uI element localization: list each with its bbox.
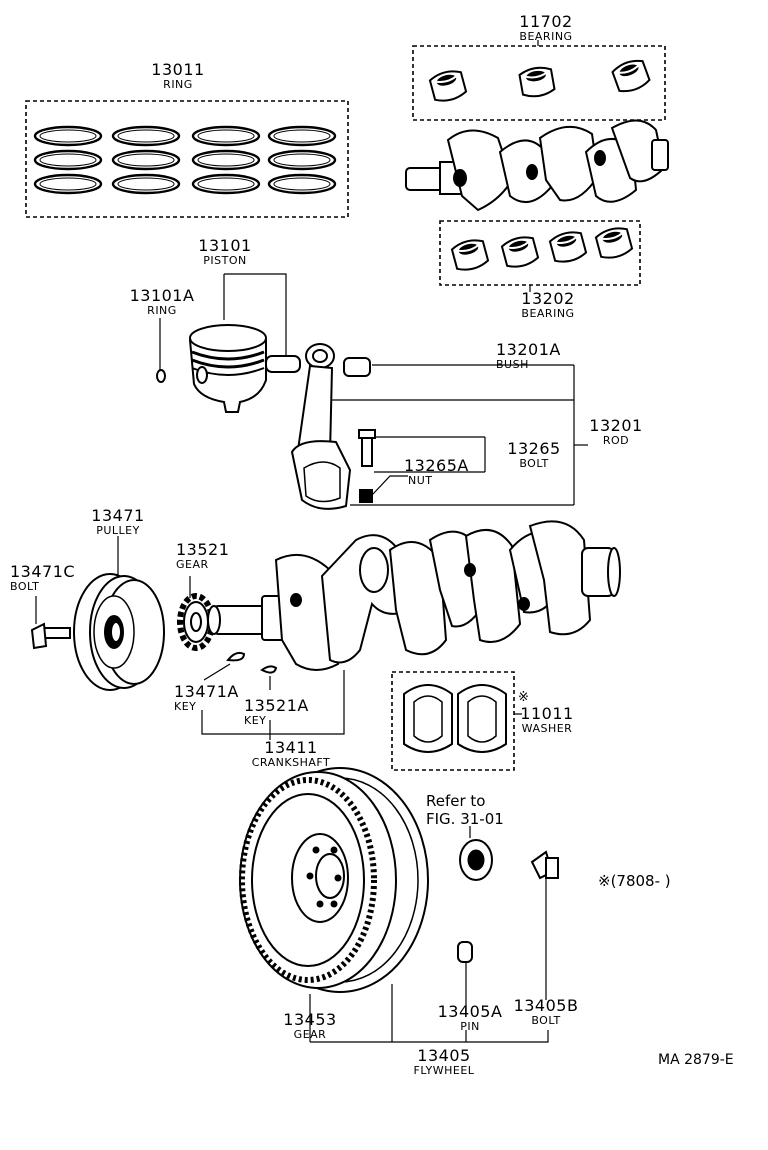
part-number-rod-bolt: 13265 [507, 439, 561, 458]
timing-gear-drawing [177, 593, 215, 651]
part-name-ring-gear: GEAR [293, 1028, 327, 1041]
upper-crankshaft-drawing [405, 119, 669, 212]
label-main-bearing: 11702 BEARING [508, 12, 584, 43]
keys-drawing [226, 651, 278, 674]
date-range-note: ※(7808- ) [598, 872, 671, 890]
washer-mark: ※ [518, 690, 529, 705]
label-flywheel-bolt: 13405B BOLT [510, 996, 582, 1027]
part-number-crankshaft: 13411 [264, 738, 318, 757]
label-pin: 13405A PIN [434, 1002, 506, 1033]
label-pulley: 13471 PULLEY [86, 506, 150, 537]
label-piston-ring: 13101A RING [128, 286, 196, 317]
label-bush: 13201A BUSH [496, 340, 568, 371]
connecting-rod-drawing [290, 343, 376, 510]
part-number-bush: 13201A [496, 340, 561, 359]
label-gear: 13521 GEAR [176, 540, 232, 571]
part-name-rod-nut: NUT [408, 474, 433, 487]
label-piston: 13101 PISTON [194, 236, 256, 267]
label-ring-set: 13011 RING [150, 60, 206, 91]
piston-leaders [159, 273, 287, 370]
refer-line-1: Refer to [426, 792, 486, 810]
crankshaft-drawing [207, 520, 621, 671]
label-rod-bolt: 13265 BOLT [504, 439, 564, 470]
label-rod-bearing: 13202 BEARING [510, 289, 586, 320]
label-gear-key: 13521A KEY [244, 696, 316, 727]
label-pulley-bolt: 13471C BOLT [10, 562, 78, 593]
piston-drawing [156, 324, 301, 413]
part-name-pulley-bolt: BOLT [10, 580, 40, 593]
label-crankshaft: 13411 CRANKSHAFT [236, 738, 346, 769]
label-rod: 13201 ROD [586, 416, 646, 447]
part-name-washer: WASHER [521, 722, 573, 735]
figure-code: MA 2879-E [658, 1052, 734, 1068]
part-name-bush: BUSH [496, 358, 529, 371]
part-name-flywheel: FLYWHEEL [413, 1064, 475, 1077]
refer-line-2: FIG. 31-01 [426, 810, 504, 828]
part-name-ring-set: RING [163, 78, 193, 91]
part-name-rod-bearing: BEARING [521, 307, 575, 320]
flywheel-drawing [239, 767, 559, 993]
part-number-ring-set: 13011 [151, 60, 205, 79]
pulley-leaders [35, 536, 119, 624]
part-name-rod-bolt: BOLT [519, 457, 549, 470]
part-name-pulley: PULLEY [96, 524, 140, 537]
pulley-drawing [30, 573, 165, 691]
label-ring-gear: 13453 GEAR [278, 1010, 342, 1041]
part-number-pulley-key: 13471A [174, 682, 239, 701]
part-number-rod-bearing: 13202 [521, 289, 575, 308]
part-name-crankshaft: CRANKSHAFT [251, 756, 331, 769]
part-number-pulley-bolt: 13471C [10, 562, 76, 581]
part-number-flywheel-bolt: 13405B [513, 996, 579, 1015]
part-number-gear: 13521 [176, 540, 230, 559]
thrust-washer-drawing [391, 671, 522, 771]
part-number-gear-key: 13521A [244, 696, 309, 715]
part-name-flywheel-bolt: BOLT [531, 1014, 561, 1027]
main-bearing-drawing [412, 40, 666, 121]
part-number-flywheel: 13405 [417, 1046, 471, 1065]
ring-set-drawing [25, 100, 349, 218]
part-name-piston-ring: RING [147, 304, 177, 317]
rod-leaders [332, 364, 588, 506]
rod-bearing-drawing [439, 220, 641, 292]
label-flywheel: 13405 FLYWHEEL [400, 1046, 488, 1077]
part-number-washer: 11011 [520, 704, 574, 723]
part-number-main-bearing: 11702 [519, 12, 573, 31]
part-name-rod: ROD [602, 434, 630, 447]
part-name-pulley-key: KEY [174, 700, 197, 713]
part-number-rod: 13201 [589, 416, 643, 435]
part-number-piston-ring: 13101A [129, 286, 195, 305]
part-name-main-bearing: BEARING [519, 30, 573, 43]
part-name-gear: GEAR [176, 558, 209, 571]
part-name-piston: PISTON [203, 254, 247, 267]
part-number-ring-gear: 13453 [283, 1010, 337, 1029]
part-name-gear-key: KEY [244, 714, 267, 727]
part-number-pulley: 13471 [91, 506, 145, 525]
label-washer: 11011 WASHER [516, 704, 578, 735]
flywheel-leaders [309, 826, 549, 1043]
part-name-pin: PIN [460, 1020, 480, 1033]
crank-leaders [201, 663, 345, 740]
part-number-rod-nut: 13265A [404, 456, 469, 475]
part-number-pin: 13405A [437, 1002, 503, 1021]
part-number-piston: 13101 [198, 236, 252, 255]
label-pulley-key: 13471A KEY [174, 682, 246, 713]
label-rod-nut: 13265A NUT [404, 456, 476, 487]
